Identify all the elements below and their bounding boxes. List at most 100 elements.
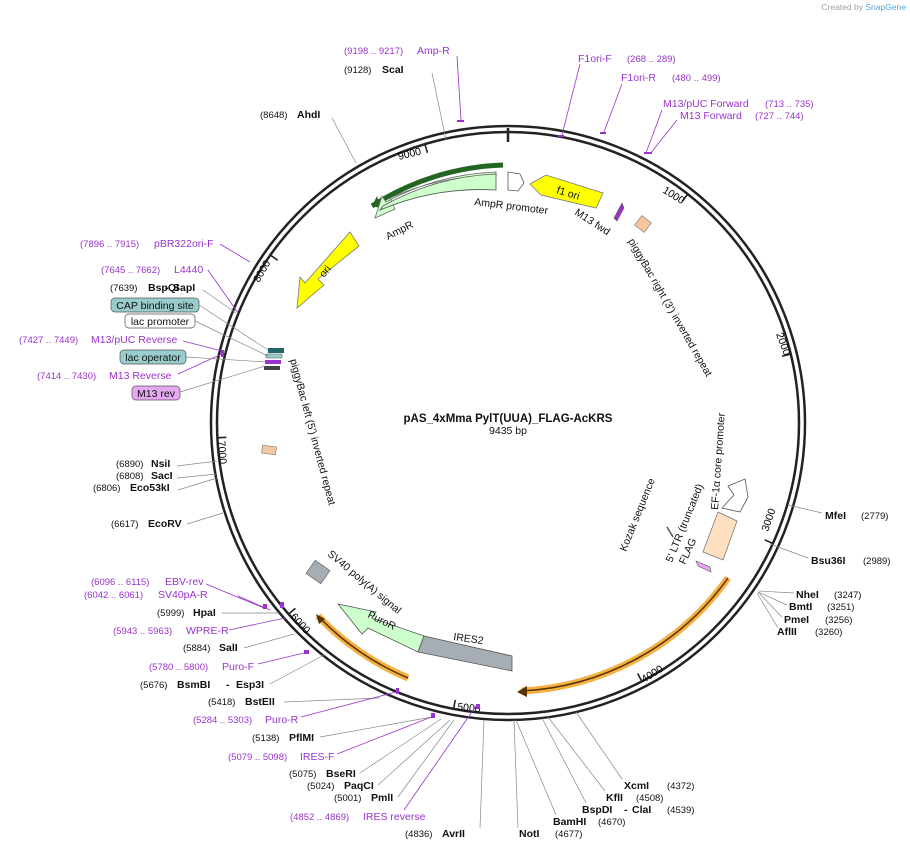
primer-m13-puc-forward[interactable]: M13/pUC Forward (713 .. 735) — [645, 98, 814, 154]
svg-text:SacI: SacI — [151, 470, 173, 482]
ampr-label: AmpR — [384, 219, 416, 243]
primer-amp-r[interactable]: (9198 .. 9217) Amp-R — [344, 45, 464, 122]
primer-wpre-r[interactable]: (5943 .. 5963) WPRE-R — [113, 602, 286, 637]
svg-text:(7645 .. 7662): (7645 .. 7662) — [101, 265, 160, 276]
svg-text:(3251): (3251) — [827, 602, 854, 613]
enzyme-noti[interactable]: NotI (4677) — [513, 719, 582, 840]
primer-f1ori-r[interactable]: F1ori-R (480 .. 499) — [600, 72, 721, 134]
svg-text:BspDI: BspDI — [582, 804, 612, 816]
svg-text:(7427 .. 7449): (7427 .. 7449) — [19, 335, 78, 346]
orf-arc — [521, 575, 731, 695]
enzyme-aflii[interactable]: AflII (3260) — [756, 592, 842, 638]
svg-text:SalI: SalI — [219, 642, 238, 654]
tick-1000: 1000 — [660, 184, 686, 207]
ruler-tick — [764, 539, 774, 545]
enzyme-bamhi[interactable]: BamHI (4670) — [515, 719, 625, 828]
tick-3000: 3000 — [759, 507, 778, 533]
svg-text:-: - — [624, 804, 628, 816]
svg-text:(4508): (4508) — [636, 793, 663, 804]
svg-text:(4852 .. 4869): (4852 .. 4869) — [290, 812, 349, 823]
svg-text:PaqCI: PaqCI — [344, 780, 374, 792]
svg-text:BsmBI: BsmBI — [177, 679, 210, 691]
svg-text:Amp-R: Amp-R — [417, 45, 450, 57]
primer-f1ori-f[interactable]: F1ori-F (268 .. 289) — [558, 53, 676, 137]
enzyme-bseri[interactable]: (5075) BseRI — [289, 718, 442, 780]
primer-ebv-rev[interactable]: (6096 .. 6115) EBV-rev — [91, 576, 265, 609]
svg-text:BseRI: BseRI — [326, 768, 356, 780]
svg-text:(4670): (4670) — [598, 817, 625, 828]
tick-6000: 6000 — [288, 611, 313, 637]
svg-text:(4539): (4539) — [667, 805, 694, 816]
primer-puro-r[interactable]: (5284 .. 5303) Puro-R — [193, 688, 399, 726]
primer-sv40pa-r[interactable]: (6042 .. 6061) SV40pA-R — [84, 589, 271, 611]
enzyme-paqci[interactable]: (5024) PaqCI — [307, 719, 451, 792]
ruler-tick — [424, 143, 429, 153]
enzyme-kfli[interactable]: KflI (4508) — [547, 716, 663, 804]
cap-binding-site[interactable]: CAP binding site — [110, 297, 269, 351]
primer-puro-f[interactable]: (5780 .. 5800) Puro-F — [149, 650, 309, 673]
ruler-tick — [681, 193, 689, 202]
svg-text:(5075): (5075) — [289, 769, 316, 780]
svg-text:(6096 .. 6115): (6096 .. 6115) — [91, 577, 149, 588]
enzyme-saci[interactable]: (6808) SacI — [116, 470, 218, 482]
enzyme-bsteii[interactable]: (5418) BstEII — [208, 696, 381, 708]
ampr-promoter-label: AmpR promoter — [474, 196, 550, 217]
svg-text:pBR322ori-F: pBR322ori-F — [154, 238, 214, 250]
enzyme-avrii[interactable]: (4836) AvrII — [405, 719, 485, 840]
primer-ires-reverse[interactable]: (4852 .. 4869) IRES reverse — [290, 704, 480, 823]
enzyme-mfei[interactable]: MfeI (2779) — [787, 504, 888, 522]
enzyme-hpai[interactable]: (5999) HpaI — [157, 607, 279, 619]
primer-l4440[interactable]: (7645 .. 7662) L4440 — [101, 264, 239, 314]
lac-operator[interactable]: lac operator — [119, 349, 267, 365]
ruler-tick — [269, 254, 279, 261]
svg-text:SV40pA-R: SV40pA-R — [158, 589, 208, 601]
enzyme-pmli[interactable]: (5001) PmlI — [334, 719, 455, 804]
enzyme-pflmi[interactable]: (5138) PflMI — [252, 716, 433, 744]
lac-promoter[interactable]: lac promoter — [124, 313, 269, 357]
enzyme-nsii[interactable]: (6890) NsiI — [116, 458, 218, 470]
svg-text:XcmI: XcmI — [624, 780, 649, 792]
enzyme-sali[interactable]: (5884) SalI — [183, 633, 295, 654]
plasmid-name: pAS_4xMma PylT(UUA)_FLAG-AcKRS — [404, 413, 613, 425]
svg-text:M13/pUC Reverse: M13/pUC Reverse — [91, 334, 178, 346]
ires2-label: IRES2 — [453, 631, 485, 647]
svg-text:ClaI: ClaI — [632, 804, 651, 816]
svg-text:HpaI: HpaI — [193, 607, 216, 619]
svg-text:(3247): (3247) — [834, 590, 861, 601]
svg-text:L4440: L4440 — [174, 264, 203, 276]
svg-text:(727 .. 744): (727 .. 744) — [755, 111, 804, 122]
enzyme-scai[interactable]: (9128) ScaI — [344, 64, 447, 141]
enzyme-bspdi-clai[interactable]: BspDI - ClaI (4539) — [541, 717, 694, 816]
ruler-tick — [781, 353, 791, 358]
primer-pbr322ori-f[interactable]: (7896 .. 7915) pBR322ori-F — [80, 238, 251, 263]
m13-rev-feature[interactable]: M13 rev — [131, 365, 266, 401]
tick-8000: 8000 — [251, 258, 273, 284]
svg-text:Bsu36I: Bsu36I — [811, 555, 846, 567]
piggybac-left-feature — [261, 444, 277, 456]
enzyme-bsmbi-esp3i[interactable]: (5676) BsmBI - Esp3I — [140, 654, 325, 691]
svg-text:BspQI: BspQI — [148, 282, 179, 294]
enzyme-bsu36i[interactable]: Bsu36I (2989) — [769, 543, 890, 567]
enzyme-bspqi-sapi[interactable]: (7639) BspQI - SapI — [110, 282, 237, 314]
enzyme-pmei[interactable]: PmeI (3256) — [757, 591, 852, 626]
ef1a-label: EF-1α core promoter — [709, 412, 728, 510]
ampr-outer-arc — [370, 162, 504, 209]
svg-text:(5024): (5024) — [307, 781, 334, 792]
svg-text:ScaI: ScaI — [382, 64, 404, 76]
svg-text:(2989): (2989) — [863, 556, 890, 567]
enzyme-bmti[interactable]: BmtI (3251) — [757, 591, 854, 613]
primer-m13-puc-reverse[interactable]: (7427 .. 7449) M13/pUC Reverse — [19, 334, 227, 353]
puror-feature — [336, 603, 425, 653]
svg-text:WPRE-R: WPRE-R — [186, 625, 229, 637]
svg-text:M13 Reverse: M13 Reverse — [109, 370, 172, 382]
svg-text:(4836): (4836) — [405, 829, 432, 840]
enzyme-ahdi[interactable]: (8648) AhdI — [260, 109, 357, 164]
enzyme-eco53ki[interactable]: (6806) Eco53kI — [93, 477, 218, 494]
svg-text:IRES reverse: IRES reverse — [363, 811, 426, 823]
primer-m13-forward[interactable]: M13 Forward (727 .. 744) — [644, 110, 804, 155]
enzyme-xcmi[interactable]: XcmI (4372) — [575, 711, 694, 792]
primer-ires-f[interactable]: (5079 .. 5098) IRES-F — [228, 713, 435, 763]
primer-m13-reverse[interactable]: (7414 .. 7430) M13 Reverse — [37, 350, 225, 382]
enzyme-ecorv[interactable]: (6617) EcoRV — [111, 512, 224, 530]
enzyme-nhei[interactable]: NheI (3247) — [758, 589, 861, 601]
